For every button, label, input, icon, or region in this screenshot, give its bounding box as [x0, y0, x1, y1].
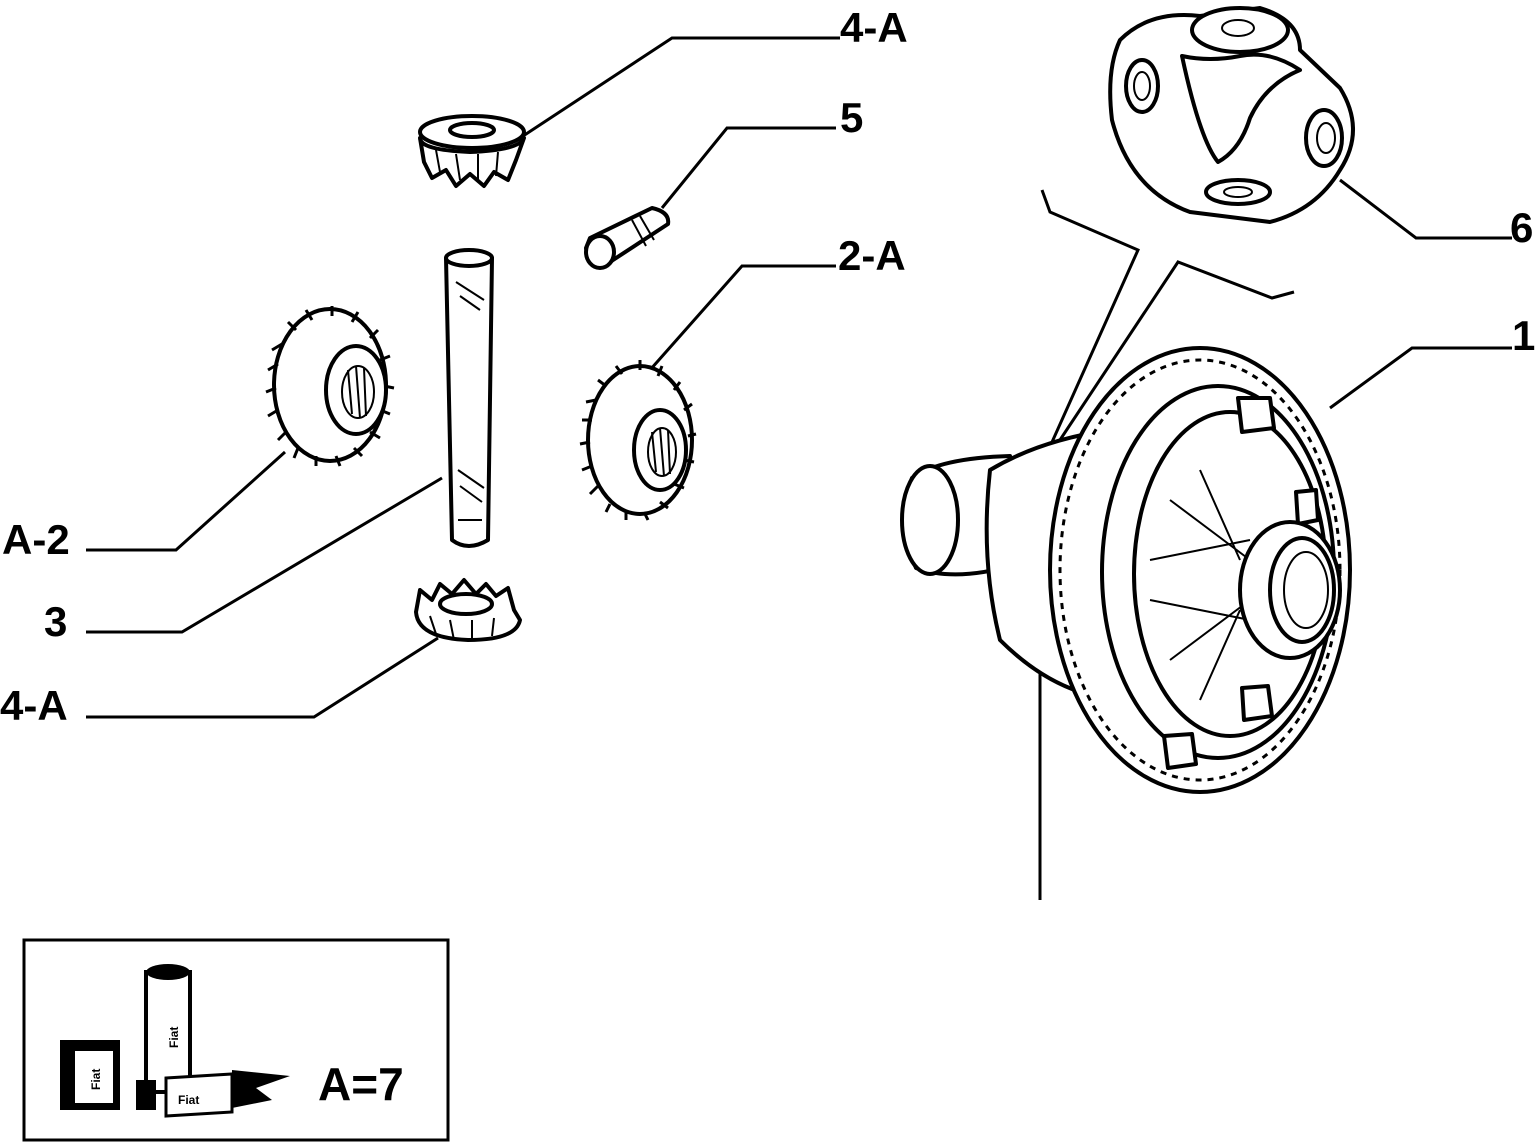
kit-box: Fiat Fiat Fiat A=7	[22, 938, 450, 1142]
assembly-guide-line	[1050, 260, 1295, 453]
label-6: 6	[1510, 204, 1533, 251]
pin-illustration	[584, 206, 671, 270]
planet-gear-top-illustration	[418, 114, 526, 188]
kit-brand-box-left: Fiat	[89, 1069, 103, 1090]
kit-brand-box-bottom: Fiat	[178, 1093, 199, 1107]
label-4a-bottom: 4-A	[0, 682, 68, 729]
kit-brand-can: Fiat	[167, 1027, 181, 1048]
kit-label: A=7	[318, 1058, 404, 1110]
planet-gear-bottom-illustration	[414, 578, 522, 642]
leader-6	[1339, 178, 1512, 240]
label-3: 3	[44, 598, 67, 645]
assembly-guide-line	[1040, 189, 1140, 461]
shaft-illustration	[444, 248, 494, 548]
fluid-box-left-icon: Fiat	[60, 1040, 120, 1110]
leader-3	[86, 476, 443, 634]
side-gear-right-illustration	[579, 360, 697, 521]
label-1: 1	[1512, 312, 1535, 359]
label-5: 5	[840, 94, 863, 141]
differential-cage-illustration	[1108, 6, 1355, 224]
leader-4a-top	[519, 36, 840, 140]
differential-housing-illustration	[900, 346, 1352, 794]
leader-2a	[648, 264, 836, 371]
fluid-box-bottom-icon: Fiat	[164, 1070, 290, 1118]
label-2a: 2-A	[838, 232, 906, 279]
label-a2: A-2	[2, 516, 70, 563]
leader-5	[660, 126, 836, 209]
side-gear-left-illustration	[265, 306, 395, 467]
label-4a-top: 4-A	[840, 4, 908, 51]
leader-4a-bottom	[86, 636, 439, 719]
leader-a2	[86, 450, 287, 552]
leader-1	[1329, 346, 1512, 410]
